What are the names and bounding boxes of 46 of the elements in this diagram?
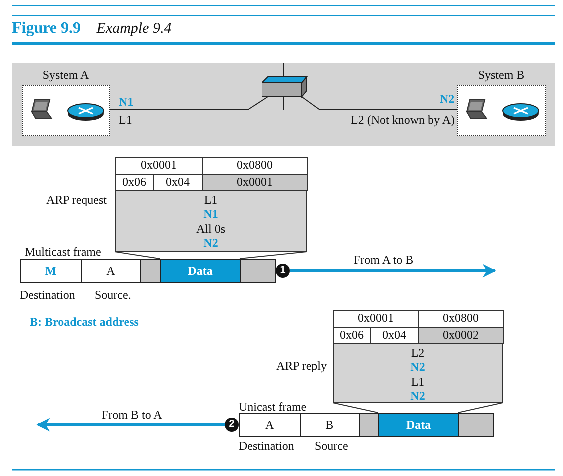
header-field: 0x04: [153, 174, 203, 191]
frame-title: ARP request: [45, 193, 107, 207]
header-field: 0x06: [333, 326, 371, 344]
step-marker: 2: [225, 418, 239, 432]
arp-packet: [115, 157, 307, 252]
network-link: [110, 96, 268, 110]
data-field: Data: [160, 259, 241, 283]
address-field: L1: [116, 193, 306, 207]
step-marker: 1: [276, 264, 290, 278]
network-link: [302, 96, 458, 110]
header-field: 0x0001: [115, 157, 203, 174]
header-field: 0x04: [370, 326, 419, 344]
address-field: N2: [334, 360, 502, 374]
arp-packet: [333, 310, 503, 403]
address-field: L2: [334, 346, 502, 360]
edge-label: From B to A: [100, 408, 164, 422]
direction-arrow: [36, 418, 225, 432]
frame-title: Multicast frame: [25, 245, 102, 259]
header-field: 0x0800: [202, 157, 308, 174]
address-field: All 0s: [116, 222, 306, 236]
direction-arrow: [290, 264, 496, 278]
frame-title: ARP reply: [275, 359, 327, 373]
figure-title: Figure 9.9 Example 9.4: [12, 20, 172, 38]
section-heading: B: Broadcast address: [30, 315, 139, 329]
address-label: N1: [119, 95, 134, 109]
field-caption: Destination: [20, 288, 76, 302]
field-caption: Source: [315, 439, 348, 453]
system-heading: System B: [477, 68, 526, 82]
frame-title: Unicast frame: [239, 400, 307, 414]
header-field: 0x0800: [418, 310, 504, 328]
field-caption: Source.: [95, 288, 132, 302]
header-field: 0x0001: [202, 174, 308, 191]
data-field: Data: [378, 413, 460, 437]
address-field: N2: [334, 388, 502, 403]
link-label: L1: [119, 113, 132, 127]
edge-label: From A to B: [352, 253, 416, 267]
header-field: 0x0002: [418, 326, 504, 344]
system-heading: System A: [42, 68, 90, 82]
address-field: L1: [334, 374, 502, 389]
header-field: 0x0001: [333, 310, 419, 328]
address-field: N2: [116, 236, 306, 250]
address-label: N2: [440, 92, 455, 106]
header-field: 0x06: [115, 174, 154, 191]
field-caption: Destination: [239, 439, 294, 453]
link-label: L2 (Not known by A): [350, 113, 455, 127]
address-field: N1: [116, 207, 306, 222]
